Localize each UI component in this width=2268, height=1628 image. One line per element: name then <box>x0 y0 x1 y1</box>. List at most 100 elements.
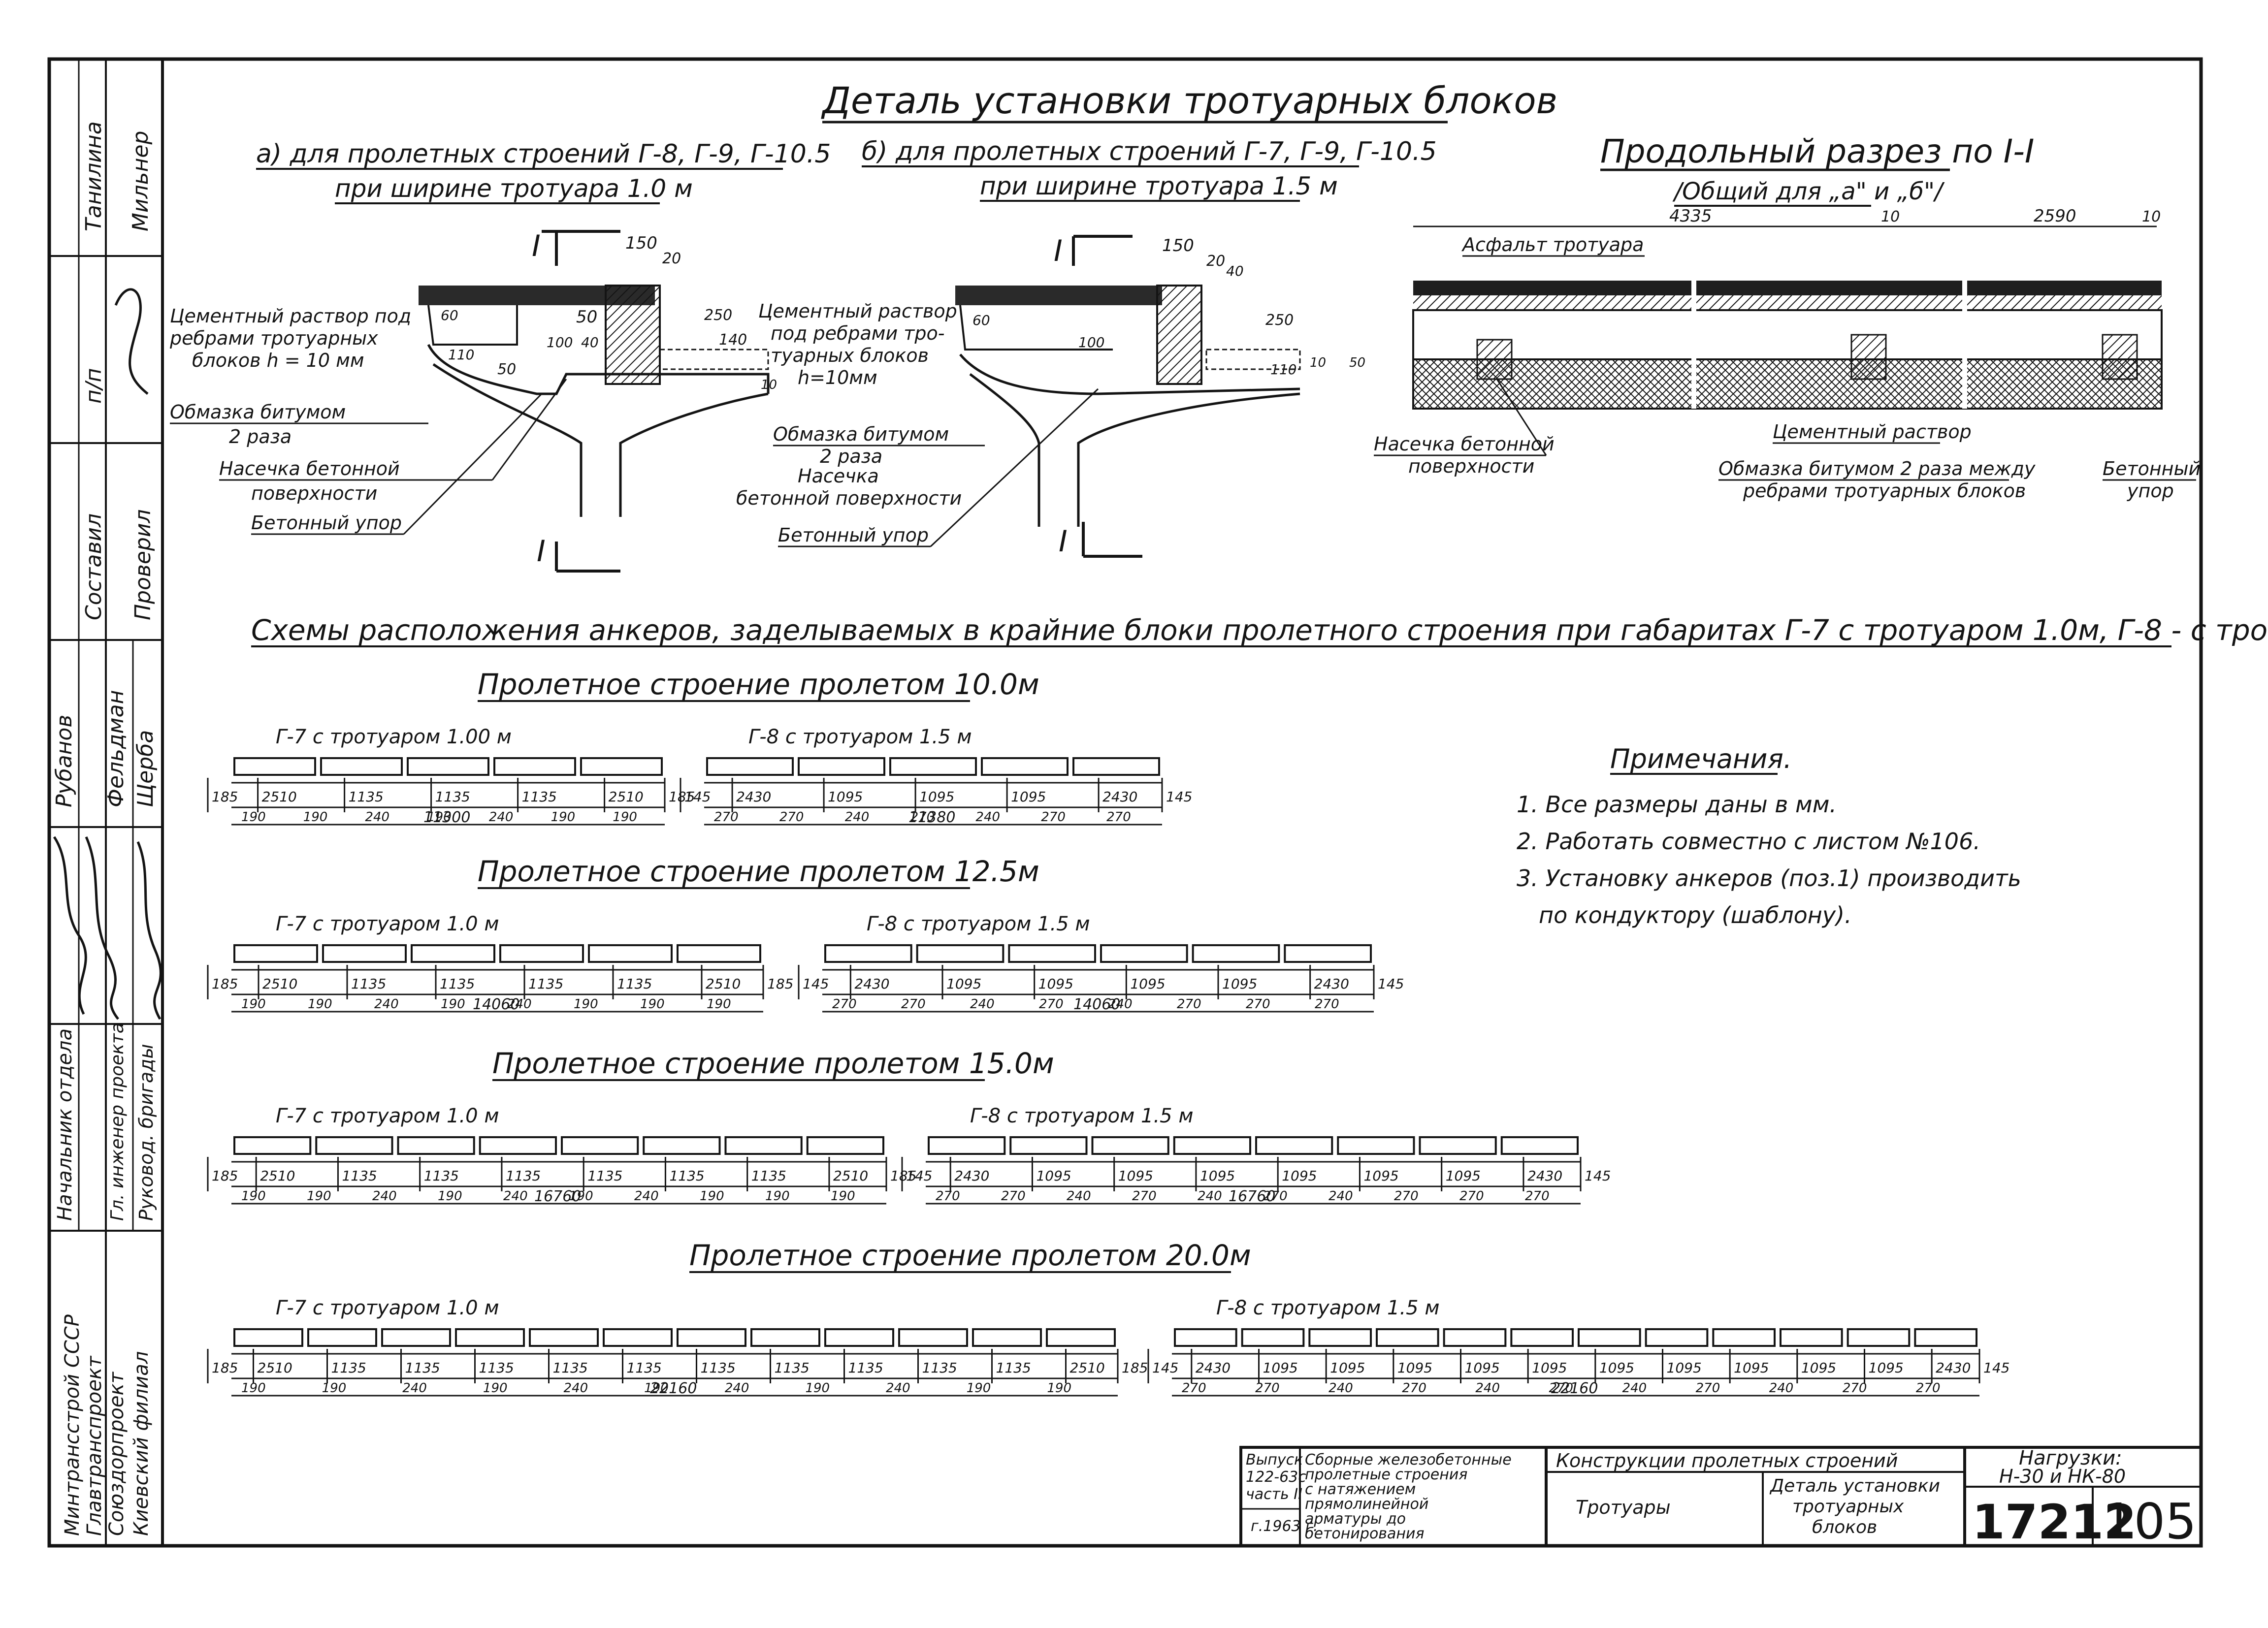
block-outline <box>1847 1328 1911 1347</box>
dim-top: 1135 <box>751 1168 786 1184</box>
svg-text:Рубанов: Рубанов <box>52 715 77 807</box>
svg-text:г.1963 г.: г.1963 г. <box>1251 1518 1318 1535</box>
svg-text:250: 250 <box>1265 312 1294 329</box>
dim-mid: 240 <box>374 997 399 1012</box>
block-outline <box>750 1328 820 1347</box>
anchor-scheme-title: Схемы расположения анкеров, заделываемых… <box>251 613 2268 647</box>
svg-text:под ребрами тро-: под ребрами тро- <box>771 322 944 344</box>
dim-top: 1095 <box>1011 789 1046 805</box>
dim-total: 22160 <box>650 1380 697 1397</box>
svg-text:I: I <box>1059 524 1068 559</box>
dim-mid: 240 <box>1475 1381 1500 1396</box>
svg-text:110: 110 <box>448 347 474 363</box>
block-outline <box>1009 1136 1088 1155</box>
block-outline <box>307 1328 377 1347</box>
dim-top: 1095 <box>1532 1360 1567 1376</box>
dim-top: 1095 <box>1118 1168 1153 1184</box>
dim-top: 185 <box>1122 1360 1148 1376</box>
svg-text:поверхности: поверхности <box>1408 455 1534 477</box>
svg-text:150: 150 <box>1162 236 1194 255</box>
svg-text:Выпуск: Выпуск <box>1246 1451 1303 1468</box>
svg-text:Конструкции пролетных строений: Конструкции пролетных строений <box>1556 1450 1898 1471</box>
svg-text:10: 10 <box>1881 208 1900 225</box>
dim-mid: 270 <box>832 997 857 1012</box>
svg-text:прямолинейной: прямолинейной <box>1305 1496 1428 1513</box>
signature-2 <box>53 836 87 1015</box>
dim-top: 1095 <box>1397 1360 1432 1376</box>
svg-text:Обмазка битумом: Обмазка битумом <box>170 401 346 423</box>
dim-mid: 190 <box>483 1381 508 1396</box>
detail-a-subheading: при ширине тротуара 1.0 м <box>335 174 693 203</box>
dim-top: 2430 <box>1936 1360 1971 1376</box>
svg-text:140: 140 <box>719 331 747 349</box>
dim-top: 2430 <box>736 789 771 805</box>
span-row-4: Пролетное строение пролетом 20.0мГ-7 с т… <box>207 1239 2009 1397</box>
dim-mid: 270 <box>1263 1189 1288 1204</box>
svg-text:Мильнер: Мильнер <box>128 131 153 231</box>
dim-total: 14060 <box>473 996 519 1013</box>
svg-text:поверхности: поверхности <box>251 482 377 504</box>
dim-mid: 270 <box>1246 997 1270 1012</box>
dim-top: 1135 <box>435 789 470 805</box>
dim-top: 2430 <box>1102 789 1137 805</box>
dim-top: 1095 <box>1363 1168 1398 1184</box>
svg-text:Бетонный упор: Бетонный упор <box>778 524 929 546</box>
svg-text:Бетонный упор: Бетонный упор <box>251 512 402 534</box>
dim-top: 2430 <box>954 1168 989 1184</box>
dim-top: 1095 <box>1801 1360 1836 1376</box>
block-outline <box>1500 1136 1579 1155</box>
dim-top: 1135 <box>349 789 384 805</box>
dim-top: 1135 <box>424 1168 459 1184</box>
dim-top: 185 <box>669 789 695 805</box>
svg-text:ребрами тротуарных: ребрами тротуарных <box>169 327 378 349</box>
note-4: по кондуктору (шаблону). <box>1539 902 1852 928</box>
dim-mid: 270 <box>1315 997 1339 1012</box>
svg-text:туарных блоков: туарных блоков <box>771 345 929 366</box>
dim-top: 145 <box>1585 1168 1611 1184</box>
block-outline <box>603 1328 673 1347</box>
svg-text:I: I <box>532 229 541 263</box>
block-outline <box>806 1136 884 1155</box>
dim-top: 2510 <box>262 789 297 805</box>
svg-text:блоков: блоков <box>1812 1517 1877 1537</box>
svg-text:пролетные строения: пролетные строения <box>1305 1466 1467 1483</box>
dim-top: 1135 <box>587 1168 622 1184</box>
dim-mid: 190 <box>241 997 266 1012</box>
block-outline <box>397 1136 475 1155</box>
dim-top: 1095 <box>1130 976 1165 992</box>
svg-text:упор: упор <box>2127 480 2174 502</box>
block-outline <box>677 944 761 963</box>
notes: Примечания. 1. Все размеры даны в мм. 2.… <box>1517 743 2021 928</box>
dim-mid: 270 <box>1039 997 1064 1012</box>
dim-top: 1095 <box>1330 1360 1365 1376</box>
scheme-label: Г-7 с тротуаром 1.00 м <box>276 726 512 748</box>
dim-mid: 270 <box>714 810 739 825</box>
signature-4 <box>136 841 162 1020</box>
dim-top: 1095 <box>946 976 981 992</box>
main-title: Деталь установки тротуарных блоков <box>821 80 1557 122</box>
svg-text:150: 150 <box>625 233 657 253</box>
dim-top: 1135 <box>922 1360 957 1376</box>
block-outline <box>928 1136 1006 1155</box>
block-outline <box>1046 1328 1116 1347</box>
svg-text:Руковод. бригады: Руковод. бригады <box>135 1044 157 1221</box>
detail-a: а) для пролетных строений Г-8, Г-9, Г-10… <box>169 139 831 573</box>
block-outline <box>479 1136 557 1155</box>
sheet-number: 105 <box>2103 1493 2197 1550</box>
dim-top: 2510 <box>1070 1360 1105 1376</box>
block-outline <box>1241 1328 1305 1347</box>
block-outline <box>580 757 663 776</box>
svg-text:100: 100 <box>1078 334 1104 351</box>
detail-b-heading: б) для пролетных строений Г-7, Г-9, Г-10… <box>862 137 1437 166</box>
dim-mid: 270 <box>779 810 804 825</box>
dim-mid: 240 <box>1067 1189 1091 1204</box>
dim-top: 1095 <box>1282 1168 1317 1184</box>
svg-text:Начальник отдела: Начальник отдела <box>54 1028 76 1221</box>
block-outline <box>1008 944 1096 963</box>
svg-text:Сборные железобетонные: Сборные железобетонные <box>1305 1451 1512 1468</box>
dim-mid: 190 <box>241 810 266 825</box>
dim-top: 2430 <box>1196 1360 1231 1376</box>
block-outline <box>643 1136 721 1155</box>
svg-text:п/п: п/п <box>81 368 106 404</box>
